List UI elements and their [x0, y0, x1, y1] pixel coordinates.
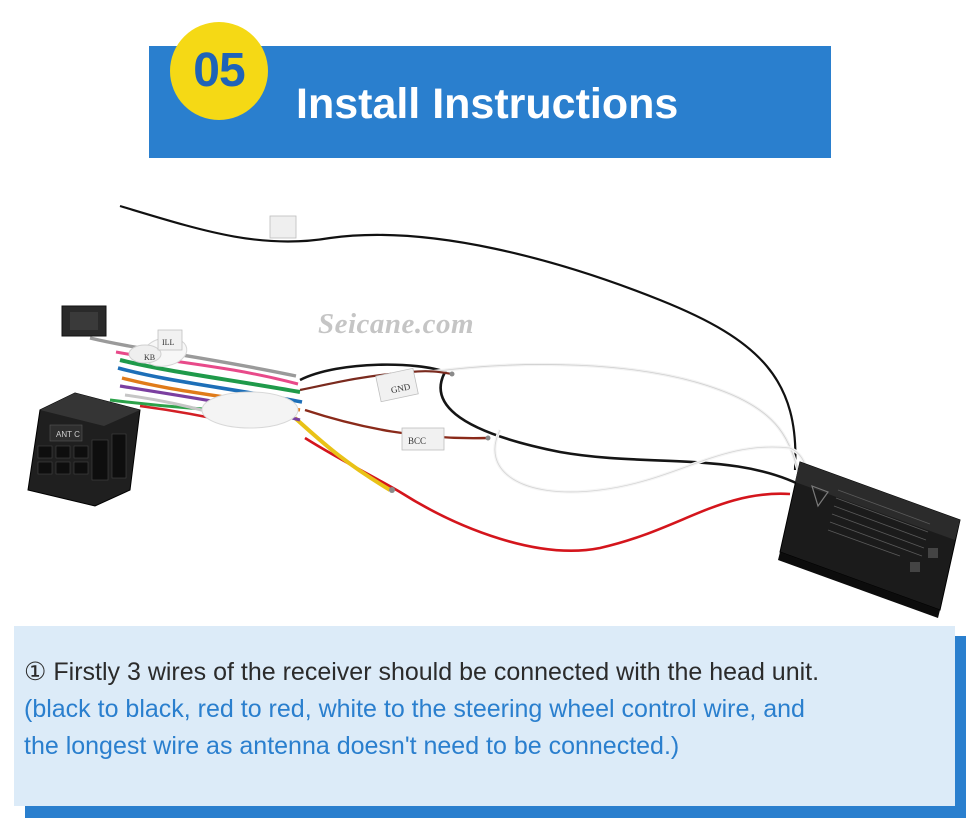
- wiring-harness-photo: GND BCC ILL KB ANT C: [27, 204, 961, 618]
- instruction-main-line: ① Firstly 3 wires of the receiver should…: [24, 654, 955, 691]
- instruction-note-line-1: (black to black, red to red, white to th…: [24, 695, 805, 723]
- instruction-panel: ① Firstly 3 wires of the receiver should…: [14, 626, 955, 806]
- ill-tag-label: ILL: [162, 338, 175, 347]
- step-badge: 05: [170, 22, 268, 120]
- connector-label: ANT C: [56, 430, 80, 439]
- step-number: 05: [193, 43, 245, 97]
- bcc-tag-label: BCC: [408, 436, 426, 446]
- watermark: Seicane.com: [318, 308, 475, 340]
- page-title: Install Instructions: [296, 80, 679, 128]
- gnd-tag-label: GND: [390, 381, 412, 395]
- kb-tag-label: KB: [144, 353, 155, 362]
- instruction-main-text: Firstly 3 wires of the receiver should b…: [53, 658, 820, 686]
- step-marker: ①: [24, 658, 47, 686]
- instruction-note-line-2: the longest wire as antenna doesn't need…: [24, 732, 680, 760]
